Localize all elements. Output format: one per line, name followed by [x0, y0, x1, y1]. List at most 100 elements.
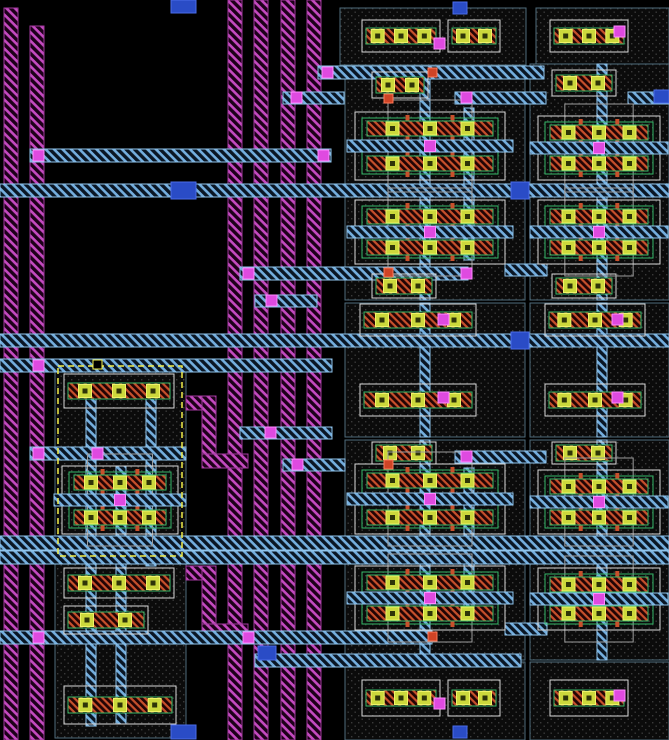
metal2-strip[interactable]	[596, 302, 608, 438]
contact-core	[627, 214, 632, 219]
metal2-band[interactable]	[504, 263, 548, 277]
contact-core	[82, 702, 88, 708]
via[interactable]	[32, 447, 45, 460]
metal2-band[interactable]	[0, 358, 333, 373]
contact-core	[390, 214, 395, 219]
via[interactable]	[242, 631, 255, 644]
via[interactable]	[424, 592, 436, 604]
port-pin[interactable]	[452, 725, 468, 739]
poly-contact[interactable]	[383, 459, 394, 470]
poly-contact[interactable]	[383, 93, 394, 104]
device-row-outline	[359, 383, 477, 417]
metal2-band[interactable]	[0, 535, 669, 551]
contact-core	[627, 161, 632, 166]
via[interactable]	[593, 496, 605, 508]
selection-box[interactable]	[57, 365, 183, 557]
metal1-stripe[interactable]	[3, 7, 19, 740]
poly-contact[interactable]	[383, 267, 394, 278]
via[interactable]	[424, 226, 436, 238]
port-pin[interactable]	[510, 181, 530, 200]
metal2-band[interactable]	[254, 294, 318, 308]
poly-contact[interactable]	[427, 67, 438, 78]
via[interactable]	[32, 149, 45, 162]
contact-core	[415, 283, 421, 289]
contact-core	[482, 695, 488, 701]
via[interactable]	[460, 267, 473, 280]
contact-core	[586, 33, 592, 39]
contact-core	[623, 397, 629, 403]
metal2-band[interactable]	[0, 630, 433, 645]
via[interactable]	[593, 226, 605, 238]
device-row-outline	[544, 303, 646, 337]
via[interactable]	[317, 149, 330, 162]
via[interactable]	[593, 593, 605, 605]
metal2-band[interactable]	[454, 91, 547, 105]
contact-core	[596, 130, 602, 135]
port-pin[interactable]	[170, 181, 197, 200]
contact-core	[465, 245, 470, 250]
via[interactable]	[433, 697, 446, 710]
port-pin[interactable]	[653, 89, 669, 104]
metal1-stripe[interactable]	[201, 453, 249, 469]
metal2-band[interactable]	[254, 653, 522, 668]
via[interactable]	[613, 25, 626, 38]
via[interactable]	[611, 391, 624, 404]
metal2-band[interactable]	[0, 183, 669, 198]
contact-core	[566, 130, 571, 135]
port-pin[interactable]	[170, 724, 197, 740]
via[interactable]	[460, 450, 473, 463]
via[interactable]	[114, 494, 126, 506]
via[interactable]	[437, 313, 450, 326]
via[interactable]	[611, 313, 624, 326]
contact-core	[595, 80, 601, 86]
contact-core	[379, 397, 385, 403]
via[interactable]	[265, 294, 278, 307]
metal2-strip[interactable]	[596, 63, 608, 301]
port-pin[interactable]	[257, 645, 277, 661]
via[interactable]	[433, 37, 446, 50]
contact-core	[627, 515, 632, 520]
via[interactable]	[437, 391, 450, 404]
contact-core	[117, 702, 123, 708]
contact-core	[427, 580, 433, 585]
contact-core	[596, 484, 602, 489]
via[interactable]	[613, 689, 626, 702]
metal2-band[interactable]	[454, 450, 547, 464]
via[interactable]	[290, 91, 303, 104]
contact-core	[567, 283, 573, 289]
port-pin[interactable]	[170, 0, 197, 14]
port-pin[interactable]	[452, 1, 468, 15]
via[interactable]	[424, 493, 436, 505]
via[interactable]	[291, 458, 304, 471]
via[interactable]	[32, 631, 45, 644]
contact-core	[592, 397, 598, 403]
metal2-band[interactable]	[0, 333, 669, 348]
port-pin[interactable]	[510, 331, 530, 350]
contact-core	[566, 484, 571, 489]
poly-contact[interactable]	[427, 631, 438, 642]
contact-core	[421, 695, 427, 701]
via[interactable]	[321, 66, 334, 79]
via[interactable]	[264, 426, 277, 439]
contact-core	[88, 480, 94, 485]
metal2-band[interactable]	[239, 426, 333, 440]
contact-core	[88, 515, 94, 520]
metal2-band[interactable]	[0, 550, 669, 565]
contact-core	[627, 611, 632, 616]
metal2-strip[interactable]	[419, 302, 431, 438]
via[interactable]	[91, 447, 104, 460]
metal2-band[interactable]	[29, 148, 332, 163]
via[interactable]	[460, 91, 473, 104]
metal2-strip[interactable]	[419, 65, 431, 301]
poly-active-bar[interactable]	[67, 611, 145, 629]
via[interactable]	[593, 142, 605, 154]
via[interactable]	[424, 140, 436, 152]
via[interactable]	[32, 359, 45, 372]
contact-core	[415, 450, 421, 456]
via[interactable]	[242, 267, 255, 280]
contact-core	[117, 480, 123, 485]
device-row-outline	[551, 69, 617, 97]
metal2-band[interactable]	[504, 622, 548, 636]
selection-handle[interactable]	[92, 359, 103, 370]
